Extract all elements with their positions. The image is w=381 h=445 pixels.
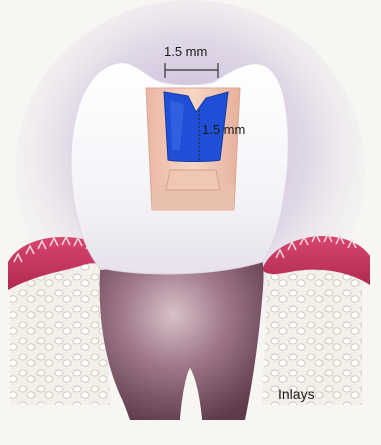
- depth-label: 1.5 mm: [202, 122, 245, 137]
- tooth-root: [100, 258, 264, 420]
- width-label: 1.5 mm: [164, 44, 207, 59]
- cavity-inner-box: [166, 170, 220, 190]
- bone-right: [262, 257, 362, 405]
- caption-label: Inlays: [278, 386, 315, 402]
